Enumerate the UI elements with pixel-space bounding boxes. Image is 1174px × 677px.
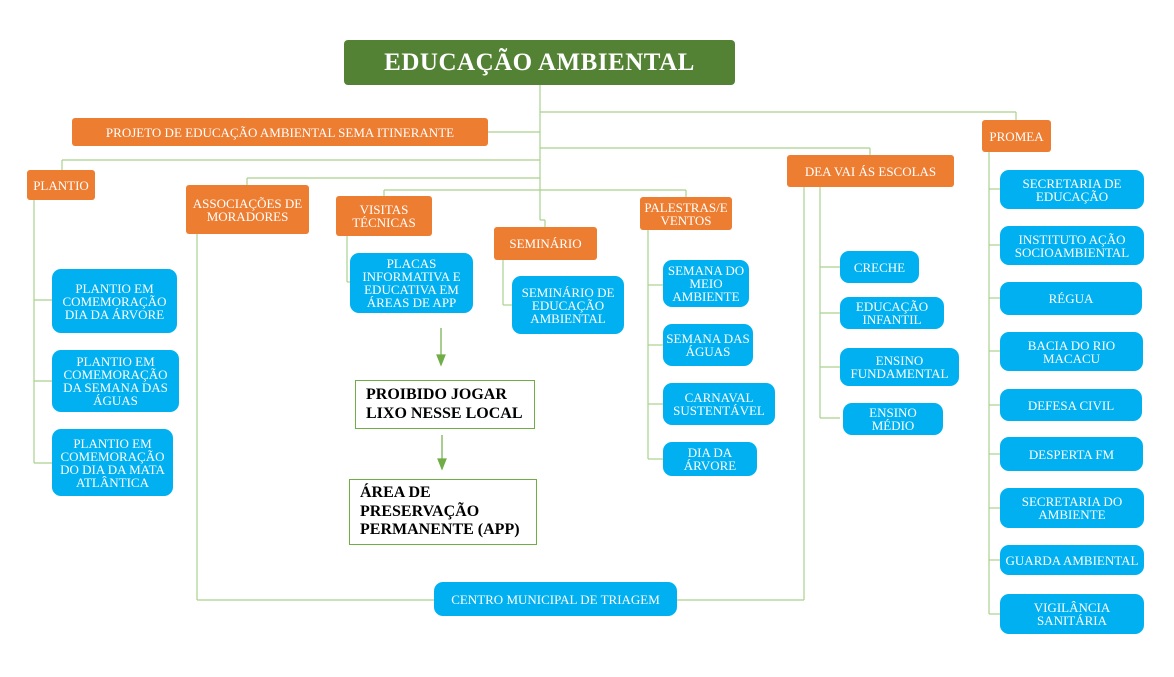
node-plantio: PLANTIO: [27, 170, 95, 200]
promea-item: BACIA DO RIO MACACU: [1000, 332, 1143, 371]
promea-item: VIGILÂNCIA SANITÁRIA: [1000, 594, 1144, 634]
promea-item: SECRETARIA DE EDUCAÇÃO: [1000, 170, 1144, 209]
promea-item: DEFESA CIVIL: [1000, 389, 1142, 421]
palestras-item: SEMANA DO MEIO AMBIENTE: [663, 260, 749, 307]
promea-item: GUARDA AMBIENTAL: [1000, 545, 1144, 575]
visitas-proibido-jogar-lixo: PROIBIDO JOGAR LIXO NESSE LOCAL: [355, 380, 535, 429]
visitas-area-preservacao: ÁREA DE PRESERVAÇÃO PERMANENTE (APP): [349, 479, 537, 545]
promea-item: INSTITUTO AÇÃO SOCIOAMBIENTAL: [1000, 226, 1144, 265]
node-associacoes-moradores: ASSOCIAÇÕES DE MORADORES: [186, 185, 309, 234]
dea-item: ENSINO FUNDAMENTAL: [840, 348, 959, 386]
node-projeto-sema-itinerante: PROJETO DE EDUCAÇÃO AMBIENTAL SEMA ITINE…: [72, 118, 488, 146]
node-dea-vai-as-escolas: DEA VAI ÁS ESCOLAS: [787, 155, 954, 187]
promea-item: DESPERTA FM: [1000, 437, 1143, 471]
palestras-item: CARNAVAL SUSTENTÁVEL: [663, 383, 775, 425]
node-seminario: SEMINÁRIO: [494, 227, 597, 260]
plantio-item: PLANTIO EM COMEMORAÇÃO DIA DA ÁRVORE: [52, 269, 177, 333]
plantio-item: PLANTIO EM COMEMORAÇÃO DO DIA DA MATA AT…: [52, 429, 173, 496]
node-palestras-eventos: PALESTRAS/E VENTOS: [640, 197, 732, 230]
dea-item: EDUCAÇÃO INFANTIL: [840, 297, 944, 329]
node-promea: PROMEA: [982, 120, 1051, 152]
promea-item: RÉGUA: [1000, 282, 1142, 315]
dea-item: CRECHE: [840, 251, 919, 283]
visitas-placas: PLACAS INFORMATIVA E EDUCATIVA EM ÁREAS …: [350, 253, 473, 313]
palestras-item: DIA DA ÁRVORE: [663, 442, 757, 476]
dea-item: ENSINO MÉDIO: [843, 403, 943, 435]
plantio-item: PLANTIO EM COMEMORAÇÃO DA SEMANA DAS ÁGU…: [52, 350, 179, 412]
promea-item: SECRETARIA DO AMBIENTE: [1000, 488, 1144, 528]
main-title: EDUCAÇÃO AMBIENTAL: [344, 40, 735, 85]
palestras-item: SEMANA DAS ÁGUAS: [663, 324, 753, 366]
node-visitas-tecnicas: VISITAS TÉCNICAS: [336, 196, 432, 236]
seminario-item: SEMINÁRIO DE EDUCAÇÃO AMBIENTAL: [512, 276, 624, 334]
node-centro-municipal-triagem: CENTRO MUNICIPAL DE TRIAGEM: [434, 582, 677, 616]
